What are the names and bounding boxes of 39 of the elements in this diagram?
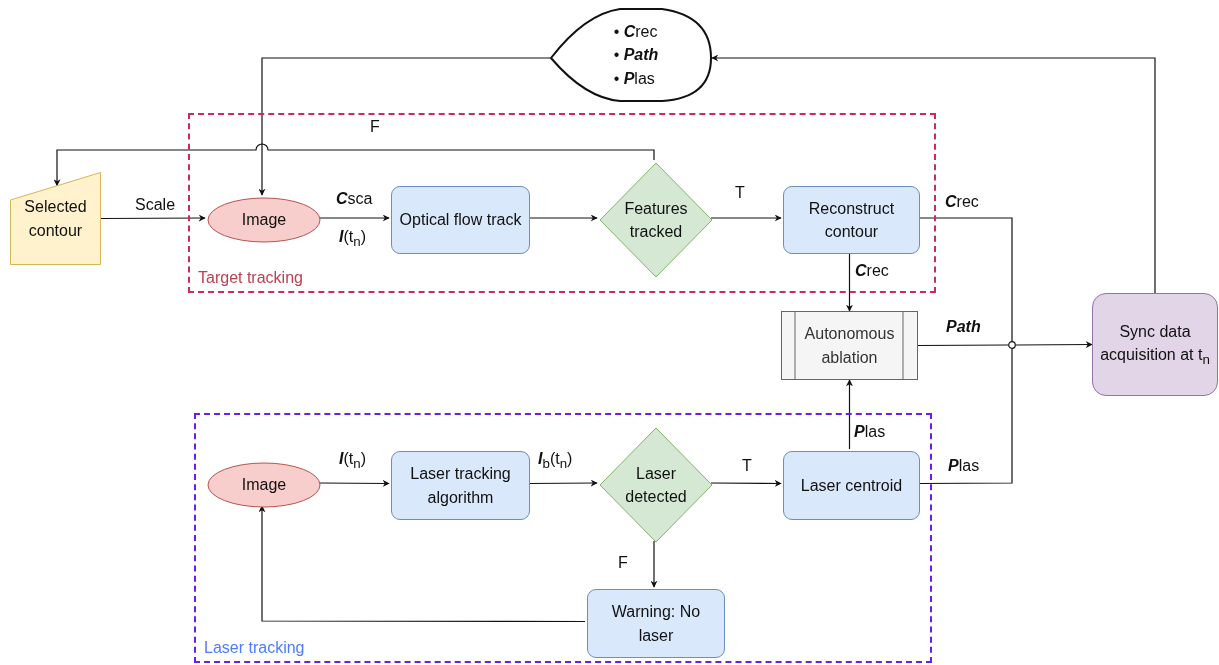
arrow — [258, 505, 586, 623]
node-label: Image — [241, 475, 287, 496]
node-label: Sync data acquisition at t$_{n}$ — [1099, 321, 1211, 370]
group-label: Target tracking — [198, 269, 303, 287]
node-label: Reconstruct contour — [807, 198, 896, 242]
node-label: Optical flow track — [399, 210, 522, 231]
group-label: Laser tracking — [204, 639, 305, 657]
process-box — [587, 589, 725, 658]
process-box — [783, 451, 920, 520]
arrow — [1015, 341, 1093, 349]
connector-line — [917, 344, 1009, 347]
node-label: Autonomous ablation — [803, 324, 896, 368]
node-label: Image — [241, 210, 287, 231]
node-label: Selected contour — [23, 197, 88, 241]
arrow — [710, 479, 782, 487]
node-label: Features tracked — [623, 198, 689, 242]
node-label: Laser tracking algorithm — [409, 464, 512, 508]
subprocess-box — [781, 311, 918, 380]
arrow — [318, 214, 390, 222]
node-label: Warning: No laser — [610, 602, 702, 646]
list-item: • Plas — [613, 68, 656, 89]
process-box — [783, 186, 920, 254]
process-box — [391, 451, 530, 520]
node-label: Laser detected — [624, 463, 688, 507]
arrow — [100, 214, 206, 222]
arrow — [53, 143, 655, 187]
list-item: • Crec — [613, 22, 659, 43]
arrow — [711, 54, 1156, 294]
arrow — [710, 214, 782, 222]
arrow — [846, 379, 853, 450]
arrow — [650, 540, 658, 588]
arrow — [258, 57, 551, 196]
list-item: • Path — [613, 45, 659, 66]
process-box — [1092, 293, 1218, 396]
node-label: Laser centroid — [800, 475, 903, 496]
process-box — [391, 186, 530, 254]
arrow — [318, 479, 390, 487]
group-frame — [194, 413, 932, 663]
group-frame — [188, 113, 936, 293]
